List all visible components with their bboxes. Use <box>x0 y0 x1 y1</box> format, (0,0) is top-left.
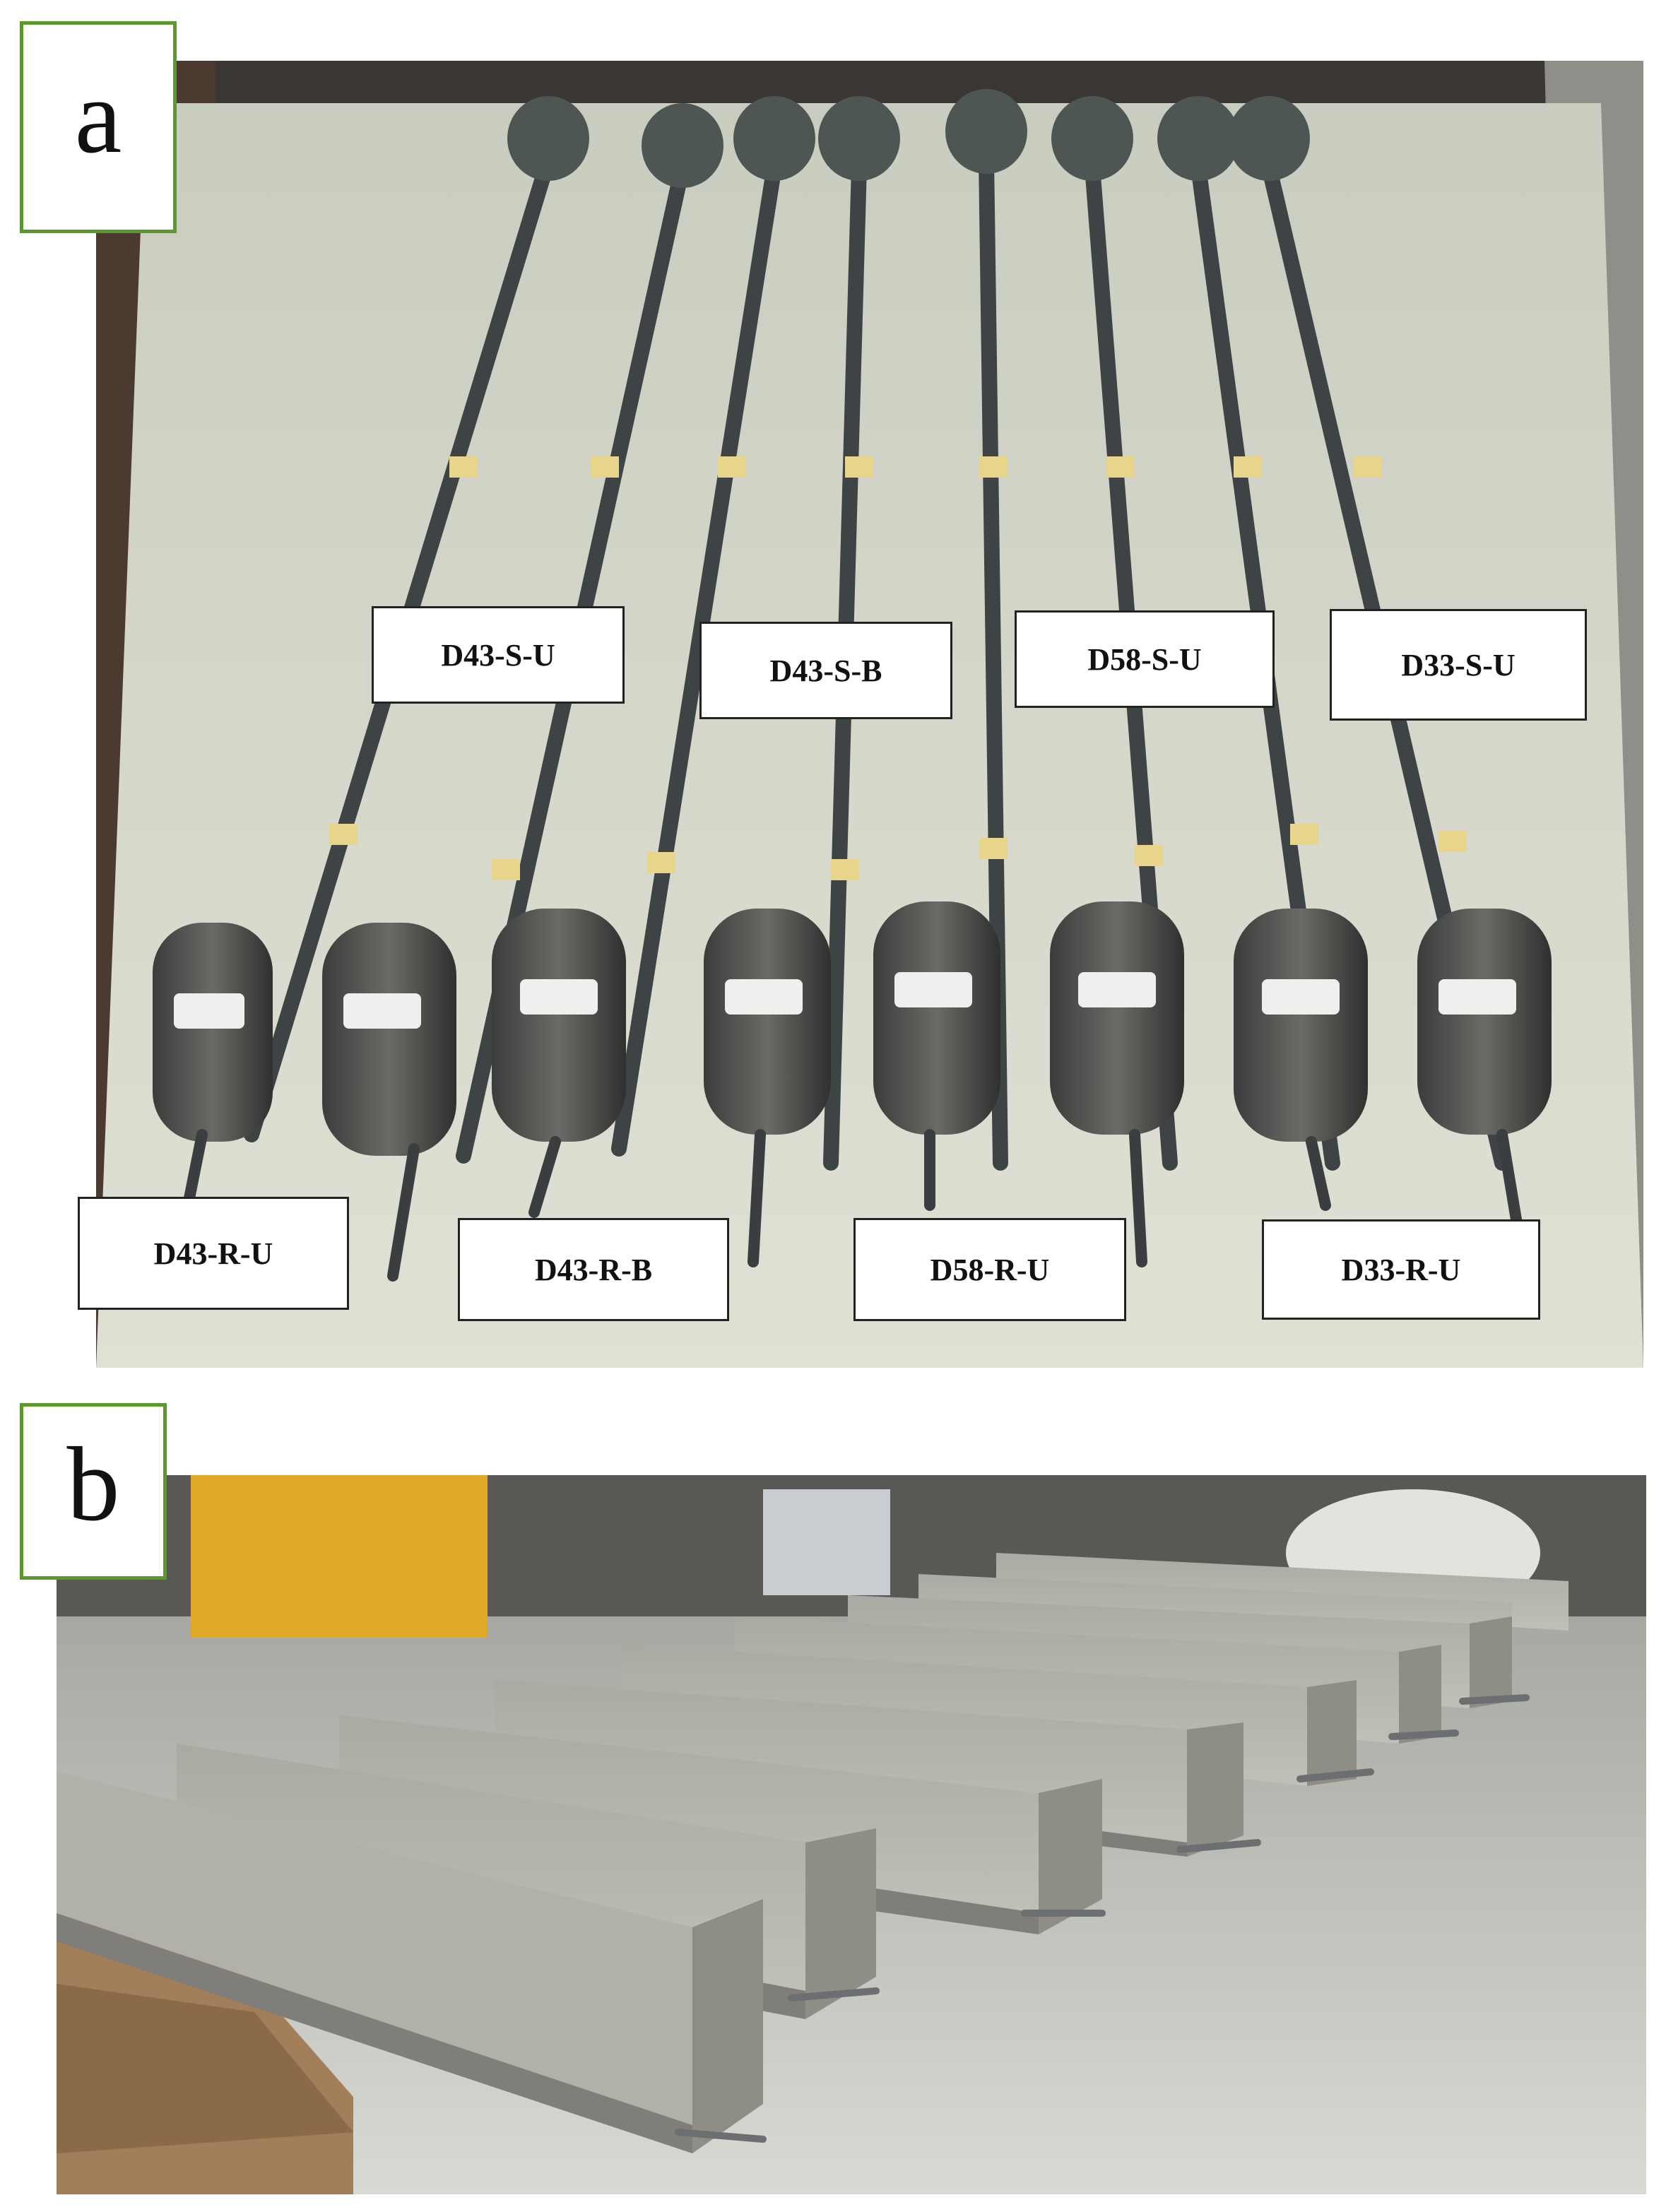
concrete-beams-image <box>57 1475 1646 2194</box>
panel-label-a: a <box>20 21 177 233</box>
specimen-label-d43-s-b: D43-S-B <box>699 622 952 719</box>
specimen-label-d33-s-u: D33-S-U <box>1330 609 1587 721</box>
specimen-label-d33-r-u: D33-R-U <box>1262 1219 1540 1320</box>
specimen-label-d58-s-u: D58-S-U <box>1015 610 1275 708</box>
specimen-label-d58-r-u: D58-R-U <box>853 1218 1126 1321</box>
specimen-label-d43-r-u: D43-R-U <box>78 1197 349 1310</box>
photo-b <box>57 1475 1646 2194</box>
specimen-label-d43-s-u: D43-S-U <box>372 606 625 704</box>
panel-label-b: b <box>20 1403 167 1580</box>
specimen-label-d43-r-b: D43-R-B <box>458 1218 729 1321</box>
